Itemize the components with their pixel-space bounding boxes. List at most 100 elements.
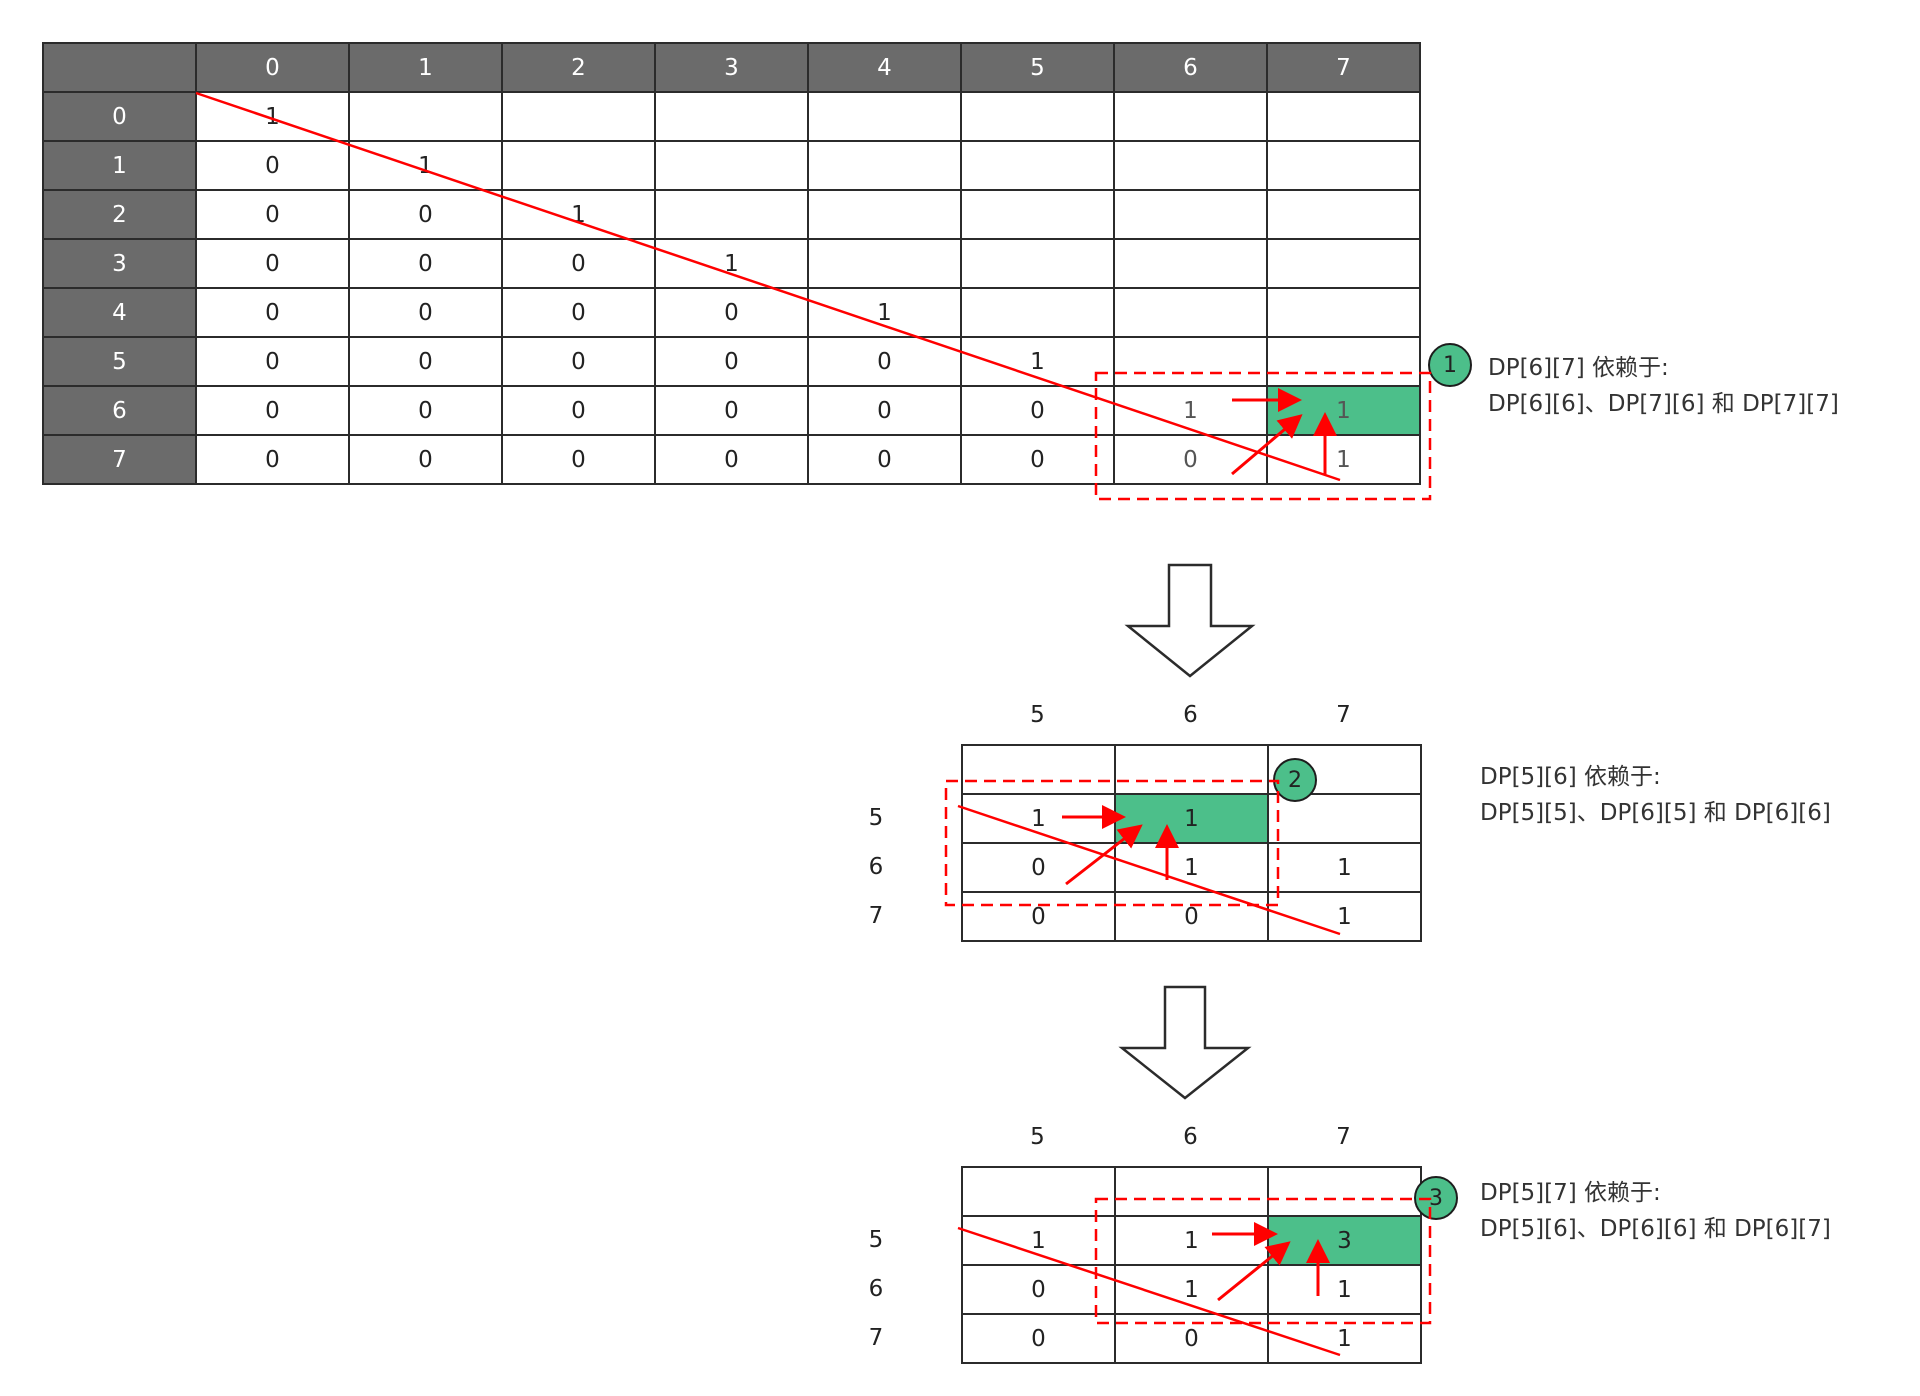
table-cell: [1266, 91, 1421, 142]
col-label: 5: [1030, 1124, 1045, 1150]
table-cell: 1: [501, 189, 656, 240]
table-cell: 0: [1114, 891, 1269, 942]
table-cell: [961, 1166, 1116, 1217]
table-cell: 1: [1267, 891, 1422, 942]
table-cell: [1266, 140, 1421, 191]
table-cell: 1: [807, 287, 962, 338]
table-cell: 0: [195, 238, 350, 289]
table-cell: 1: [1114, 1264, 1269, 1315]
table-cell: [807, 238, 962, 289]
table-cell: [1113, 91, 1268, 142]
col-header: 1: [348, 42, 503, 93]
table-cell: [960, 287, 1115, 338]
row-label: 6: [868, 854, 884, 880]
table-cell: [960, 189, 1115, 240]
table-cell: 0: [654, 336, 809, 387]
table-cell: [1267, 1166, 1422, 1217]
table-cell: [1113, 287, 1268, 338]
col-header: 5: [960, 42, 1115, 93]
table-cell: 0: [348, 385, 503, 436]
row-header: 6: [42, 385, 197, 436]
table-cell: 0: [807, 336, 962, 387]
table-cell: 1: [1267, 842, 1422, 893]
step-3-badge: 3: [1414, 1176, 1458, 1220]
table-cell: 0: [348, 189, 503, 240]
step-3-note: DP[5][7] 依赖于: DP[5][6]、DP[6][6] 和 DP[6][…: [1480, 1175, 1831, 1247]
col-header: 0: [195, 42, 350, 93]
table-cell: [807, 189, 962, 240]
row-label: 5: [868, 805, 884, 831]
table-cell: [960, 140, 1115, 191]
table-cell: [1266, 287, 1421, 338]
table-cell: 1: [654, 238, 809, 289]
step-3-note-line1: DP[5][7] 依赖于:: [1480, 1180, 1661, 1206]
table-cell: 1: [1114, 842, 1269, 893]
table-cell: [807, 140, 962, 191]
table-cell: [1266, 189, 1421, 240]
step-1-badge: 1: [1428, 343, 1472, 387]
table-cell: 1: [1113, 385, 1268, 436]
table-cell: 1: [960, 336, 1115, 387]
table-cell: 1: [1266, 434, 1421, 485]
table-cell: [960, 238, 1115, 289]
table-cell: [1114, 744, 1269, 795]
table-cell: [348, 91, 503, 142]
col-header: 3: [654, 42, 809, 93]
step-2-note-line2: DP[5][5]、DP[6][5] 和 DP[6][6]: [1480, 800, 1831, 826]
table-cell: 0: [501, 287, 656, 338]
table-cell: [1266, 238, 1421, 289]
table-cell: 0: [348, 336, 503, 387]
row-label: 7: [868, 903, 884, 929]
table-cell: 1: [961, 793, 1116, 844]
row-header: 5: [42, 336, 197, 387]
table-cell: 0: [348, 238, 503, 289]
down-arrow-2: [1118, 985, 1252, 1100]
col-label: 6: [1183, 702, 1198, 728]
row-label: 5: [868, 1227, 884, 1253]
table-cell: 1: [195, 91, 350, 142]
table-cell: [654, 140, 809, 191]
step-1-note: DP[6][7] 依赖于: DP[6][6]、DP[7][6] 和 DP[7][…: [1488, 350, 1839, 422]
table-cell: 0: [195, 140, 350, 191]
table-cell: 0: [654, 434, 809, 485]
row-header: 3: [42, 238, 197, 289]
col-header: 7: [1266, 42, 1421, 93]
table-cell: [1113, 140, 1268, 191]
table-cell: 0: [807, 434, 962, 485]
col-label: 7: [1336, 1124, 1351, 1150]
table-cell: 0: [501, 385, 656, 436]
table-cell: 0: [807, 385, 962, 436]
col-label: 5: [1030, 702, 1045, 728]
row-header: 0: [42, 91, 197, 142]
table-cell: [1113, 238, 1268, 289]
table-cell: 0: [195, 434, 350, 485]
step-1-note-line2: DP[6][6]、DP[7][6] 和 DP[7][7]: [1488, 391, 1839, 417]
table-cell: 0: [195, 287, 350, 338]
down-arrow-1: [1124, 563, 1256, 678]
step-2-note-line1: DP[5][6] 依赖于:: [1480, 764, 1661, 790]
table-cell: 0: [501, 238, 656, 289]
table-cell: 0: [1113, 434, 1268, 485]
col-label: 6: [1183, 1124, 1198, 1150]
table-cell: [1114, 1166, 1269, 1217]
col-header: 2: [501, 42, 656, 93]
table-cell: [654, 91, 809, 142]
row-label: 6: [868, 1276, 884, 1302]
table-cell: [1113, 189, 1268, 240]
table-cell: 1: [1266, 385, 1421, 436]
table-cell: 1: [1114, 1215, 1269, 1266]
step-2-note: DP[5][6] 依赖于: DP[5][5]、DP[6][5] 和 DP[6][…: [1480, 759, 1831, 831]
step-3-note-line2: DP[5][6]、DP[6][6] 和 DP[6][7]: [1480, 1216, 1831, 1242]
col-header: 4: [807, 42, 962, 93]
table-cell: 0: [960, 385, 1115, 436]
table-cell: 0: [654, 287, 809, 338]
table-cell: [654, 189, 809, 240]
table-cell: [961, 744, 1116, 795]
row-label: 7: [868, 1325, 884, 1351]
row-header: 2: [42, 189, 197, 240]
table-cell: 1: [1267, 1264, 1422, 1315]
table-cell: 0: [961, 842, 1116, 893]
table-cell: 1: [1114, 793, 1269, 844]
step-1-note-line1: DP[6][7] 依赖于:: [1488, 355, 1669, 381]
